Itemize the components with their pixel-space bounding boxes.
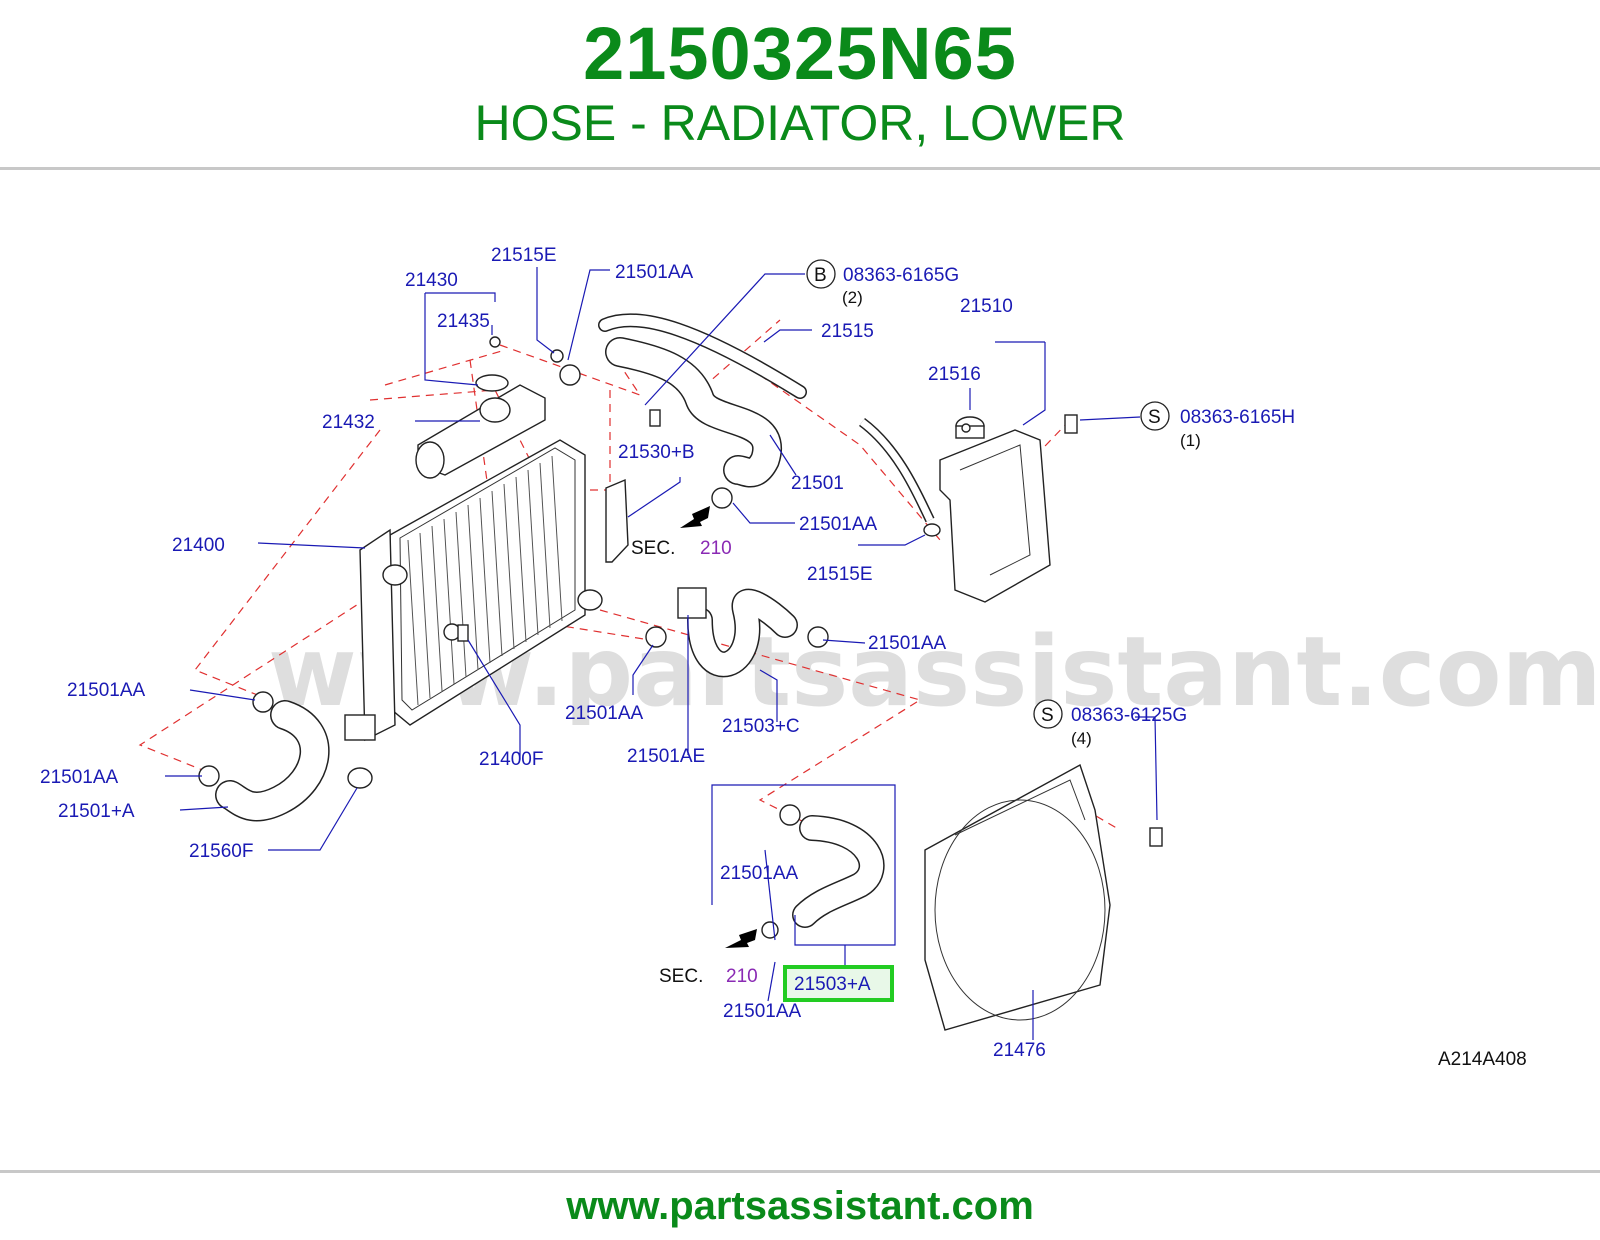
callout-symbols (806, 259, 1170, 729)
label-21501aa-bottom[interactable]: 21501AA (723, 1001, 802, 1022)
label-21501ae[interactable]: 21501AE (627, 746, 705, 767)
section-ref-2-number[interactable]: 210 (726, 966, 758, 987)
direction-arrows (680, 506, 757, 948)
header: 2150325N65 HOSE - RADIATOR, LOWER (0, 0, 1600, 170)
highlight-box (783, 965, 894, 1002)
label-21501aa-mid[interactable]: 21501AA (799, 514, 878, 535)
label-21400f[interactable]: 21400F (479, 749, 543, 770)
part-description: HOSE - RADIATOR, LOWER (474, 95, 1126, 151)
footer-url[interactable]: www.partsassistant.com (566, 1184, 1034, 1228)
callout-labels: 21430 21435 21515E 21501AA B 08363-6165G… (40, 245, 1527, 1070)
label-21510[interactable]: 21510 (960, 296, 1013, 317)
part-number-title: 2150325N65 (583, 12, 1017, 95)
reservoir-tank (923, 416, 1051, 603)
label-21501aa-left1[interactable]: 21501AA (67, 680, 146, 701)
label-21501[interactable]: 21501 (791, 473, 844, 494)
label-21516[interactable]: 21516 (928, 364, 981, 385)
section-ref-1: SEC. (631, 538, 675, 559)
label-21501a[interactable]: 21501+A (58, 801, 135, 822)
label-21432[interactable]: 21432 (322, 412, 375, 433)
label-21515e-top[interactable]: 21515E (491, 245, 557, 266)
overflow-hose (598, 313, 935, 523)
label-21430[interactable]: 21430 (405, 270, 458, 291)
symbol-s1: S (1148, 407, 1161, 428)
diagram-code: A214A408 (1438, 1049, 1527, 1070)
section-ref-1-number[interactable]: 210 (700, 538, 732, 559)
leader-lines (165, 267, 1158, 1040)
label-21503c[interactable]: 21503+C (722, 716, 800, 737)
lower-hose-c (677, 587, 798, 678)
label-21515[interactable]: 21515 (821, 321, 874, 342)
qty-s1: (1) (1180, 431, 1201, 450)
label-21503a-selected[interactable]: 21503+A (794, 974, 871, 995)
upper-radiator-hose (605, 337, 782, 488)
label-21476[interactable]: 21476 (993, 1040, 1046, 1061)
qty-b: (2) (842, 288, 863, 307)
label-08363-6165h[interactable]: 08363-6165H (1180, 407, 1295, 428)
lower-radiator-hose-highlighted (792, 815, 885, 928)
section-ref-2: SEC. (659, 966, 703, 987)
label-21530b[interactable]: 21530+B (618, 442, 695, 463)
footer-divider (0, 1170, 1600, 1173)
label-21501aa-top[interactable]: 21501AA (615, 262, 694, 283)
label-21515e-mid[interactable]: 21515E (807, 564, 873, 585)
label-08363-6125g[interactable]: 08363-6125G (1071, 705, 1187, 726)
qty-s2: (4) (1071, 729, 1092, 748)
label-21501aa-box[interactable]: 21501AA (720, 863, 799, 884)
fan-shroud (924, 763, 1111, 1031)
label-21501aa-center[interactable]: 21501AA (565, 703, 644, 724)
symbol-b: B (814, 265, 827, 286)
symbol-s2: S (1041, 705, 1054, 726)
parts-diagram: www.partsassistant.com (40, 245, 1600, 1070)
radiator-assembly (344, 374, 603, 742)
label-08363-6165g[interactable]: 08363-6165G (843, 265, 959, 286)
lower-left-hose (215, 700, 330, 822)
header-divider (0, 167, 1600, 170)
label-21560f[interactable]: 21560F (189, 841, 253, 862)
label-21435[interactable]: 21435 (437, 311, 490, 332)
label-21501aa-left2[interactable]: 21501AA (40, 767, 119, 788)
label-21400[interactable]: 21400 (172, 535, 225, 556)
label-21501aa-right[interactable]: 21501AA (868, 633, 947, 654)
